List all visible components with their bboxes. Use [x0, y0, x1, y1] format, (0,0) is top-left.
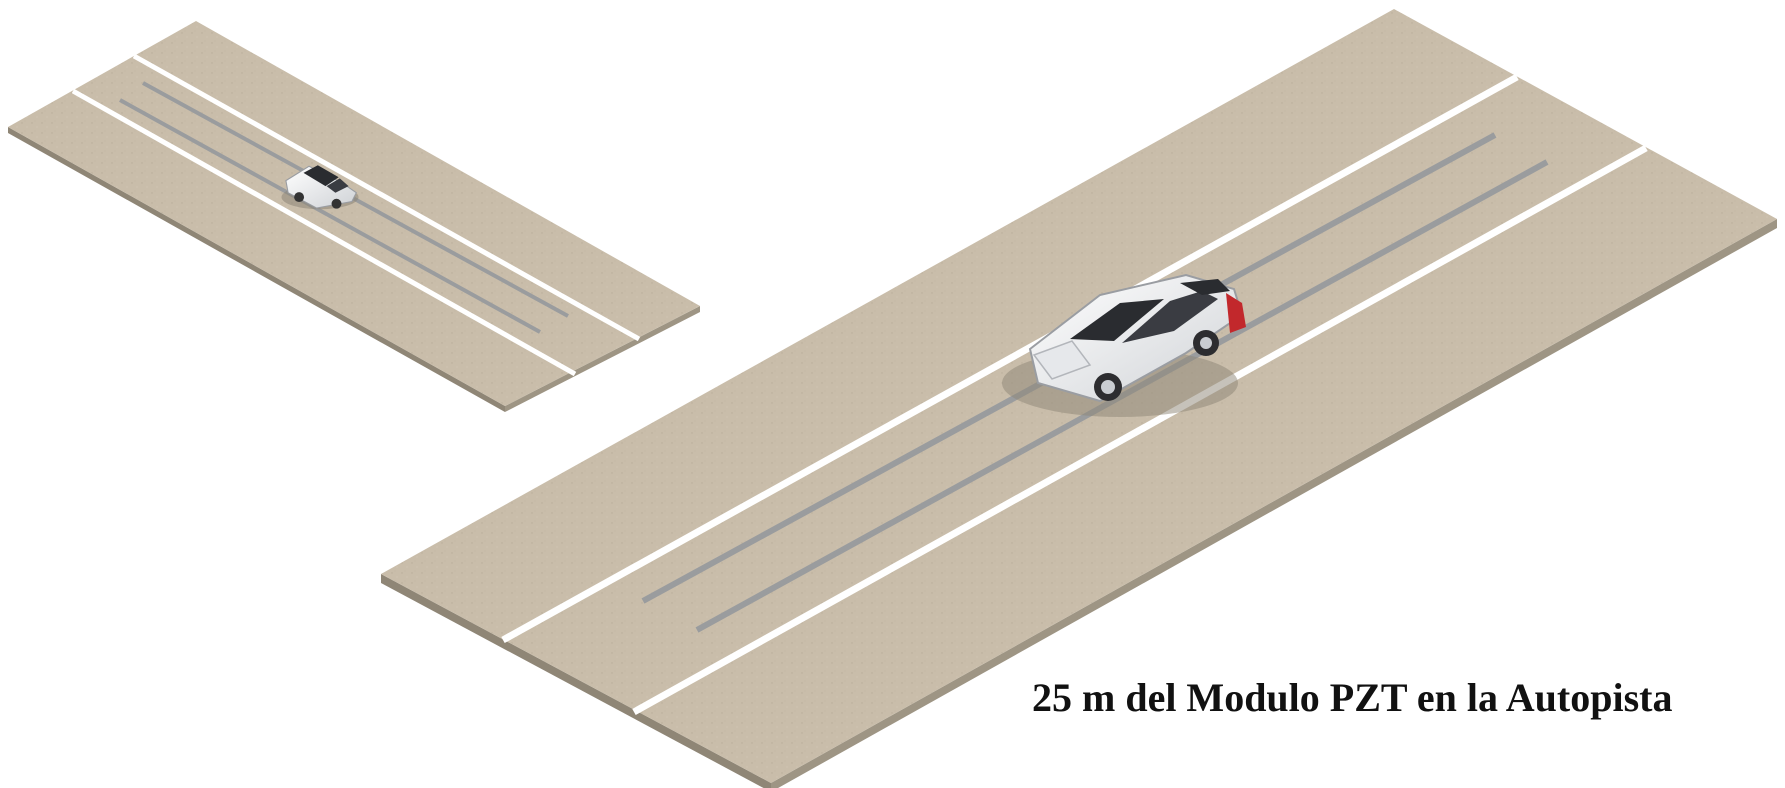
small-pzt-strip-1 [119, 98, 541, 334]
large-road-edge-right [771, 219, 1777, 788]
small-road-edge-right [505, 306, 700, 412]
small-road-edge [8, 127, 505, 412]
large-road-edge-left [381, 574, 771, 788]
large-road-slab [381, 9, 1777, 788]
small-road-slab [8, 21, 700, 412]
large-lane-line-left [501, 73, 1519, 644]
large-lane-line-right [632, 144, 1648, 716]
large-car-icon [1002, 273, 1246, 417]
small-lane-line-right [132, 53, 641, 342]
caption-text: 25 m del Modulo PZT en la Autopista [1032, 675, 1673, 720]
small-car-icon [281, 165, 359, 210]
small-lane-line-left [71, 88, 577, 377]
small-road-surface [8, 21, 700, 406]
